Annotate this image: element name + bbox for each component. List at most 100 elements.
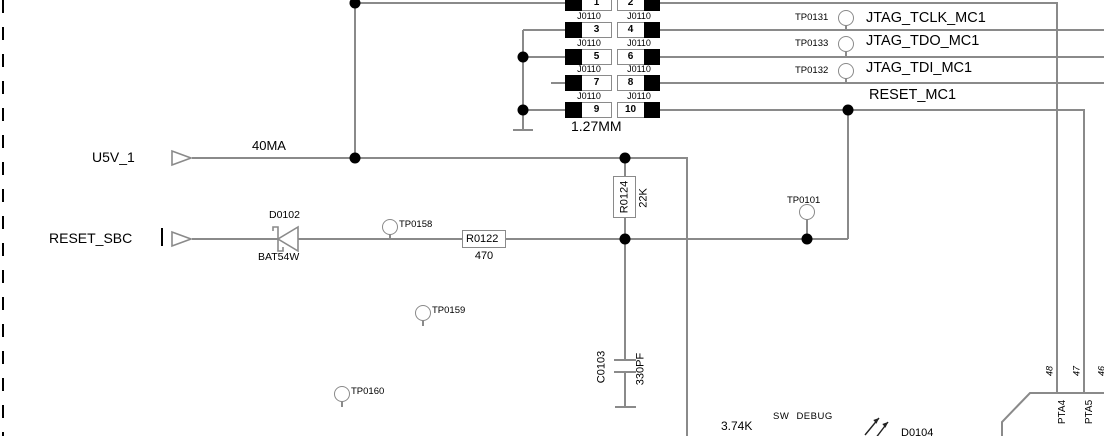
connector-pin-7[interactable]: 7	[565, 75, 612, 91]
refdes-j0110[interactable]: J0110	[577, 11, 601, 21]
net-label-jtag-tdo[interactable]: JTAG_TDO_MC1	[866, 33, 980, 49]
refdes-j0110[interactable]: J0110	[627, 64, 651, 74]
diode-refdes[interactable]: D0102	[269, 209, 300, 221]
ic-pin-number-46[interactable]: 46	[1096, 365, 1104, 377]
schottky-diode-symbol[interactable]	[265, 218, 305, 262]
port-label-reset-sbc[interactable]: RESET_SBC	[49, 230, 133, 246]
junction-dot	[349, 152, 361, 164]
c0103-refdes[interactable]: C0103	[595, 350, 608, 384]
refdes-j0110[interactable]: J0110	[627, 11, 651, 21]
connector-pin-2[interactable]: 2	[617, 0, 660, 11]
tp0131-label[interactable]: TP0131	[795, 12, 829, 23]
sw-debug-label[interactable]: SW DEBUG	[773, 411, 833, 422]
sheet-boundary-dashed-line	[2, 0, 4, 436]
tp0101-label[interactable]: TP0101	[787, 195, 821, 206]
wire-v-reset-link	[847, 110, 849, 239]
junction-dot	[349, 0, 361, 9]
port-symbol-u5v[interactable]	[171, 149, 194, 167]
wire-v-cap-bot	[624, 373, 626, 407]
connector-pin-8[interactable]: 8	[617, 75, 660, 91]
r0124-refdes[interactable]: R0124	[618, 180, 631, 214]
r0122-refdes[interactable]: R0122	[466, 233, 499, 245]
ic-pin-number-47[interactable]: 47	[1071, 365, 1082, 377]
connector-pin-9[interactable]: 9	[565, 102, 612, 118]
tp0131-stub	[845, 24, 847, 30]
connector-pin-10[interactable]: 10	[617, 102, 660, 118]
ic-pin-name-pta5[interactable]: PTA5	[1084, 399, 1095, 425]
capacitor-plate-top[interactable]	[614, 359, 636, 361]
testpoint-tp0133[interactable]	[838, 36, 854, 52]
r-debug-value[interactable]: 3.74K	[721, 419, 753, 433]
testpoint-tp0131[interactable]	[838, 10, 854, 26]
tp0101-stub	[806, 218, 808, 239]
pin-key-square	[565, 49, 582, 65]
connector-pin-1[interactable]: 1	[565, 0, 612, 11]
wire-pin1	[355, 2, 566, 4]
current-rating-label[interactable]: 40MA	[252, 138, 286, 153]
pin-key-square	[565, 102, 582, 118]
port-label-u5v[interactable]: U5V_1	[92, 149, 135, 165]
refdes-j0110[interactable]: J0110	[577, 64, 601, 74]
pin-key-square	[565, 75, 582, 91]
r0124-value[interactable]: 22K	[637, 188, 650, 208]
capacitor-plate-bottom[interactable]	[614, 371, 636, 373]
testpoint-tp0132[interactable]	[838, 63, 854, 79]
connector-pin-3[interactable]: 3	[565, 22, 612, 38]
wire-v-gnd-bus	[522, 30, 524, 130]
junction-dot	[619, 152, 631, 164]
net-label-jtag-tclk[interactable]: JTAG_TCLK_MC1	[866, 10, 986, 26]
testpoint-tp0160[interactable]	[334, 386, 350, 402]
tp0159-label[interactable]: TP0159	[432, 305, 466, 316]
port-symbol-reset-sbc[interactable]	[171, 230, 194, 248]
d0104-refdes[interactable]: D0104	[901, 427, 934, 436]
wire-jtag-tclk	[660, 29, 1104, 31]
resistor-r0124-body[interactable]	[613, 176, 636, 218]
tp0160-label[interactable]: TP0160	[351, 386, 385, 397]
wire-reset	[192, 238, 848, 240]
pin-key-square	[644, 75, 660, 91]
refdes-j0110[interactable]: J0110	[627, 38, 651, 48]
c0103-value[interactable]: 330PF	[634, 352, 647, 386]
tp0132-label[interactable]: TP0132	[795, 65, 829, 76]
tp0133-label[interactable]: TP0133	[795, 38, 829, 49]
connector-pitch-label[interactable]: 1.27MM	[571, 118, 622, 134]
tp0158-label[interactable]: TP0158	[399, 219, 433, 230]
net-label-reset-mc1[interactable]: RESET_MC1	[869, 87, 957, 103]
connector-pin-4[interactable]: 4	[617, 22, 660, 38]
pin-key-square	[565, 0, 582, 11]
wire-v-r0124-top	[624, 158, 626, 176]
r0122-value[interactable]: 470	[474, 250, 494, 262]
pin-key-square	[644, 0, 660, 11]
testpoint-tp0159[interactable]	[415, 305, 431, 321]
ic-pin-name-pta4[interactable]: PTA4	[1057, 399, 1068, 425]
wire-v-pin1-u5v	[354, 3, 356, 158]
pin-key-square	[644, 102, 660, 118]
wire-pin3	[523, 29, 566, 31]
gnd-bar	[513, 129, 533, 131]
refdes-j0110[interactable]: J0110	[577, 91, 601, 101]
tp0132-stub	[845, 77, 847, 83]
resistor-r0122-body[interactable]	[462, 230, 506, 248]
wire-reset-mc1	[660, 109, 1084, 111]
ic-pin-number-48[interactable]: 48	[1044, 365, 1055, 377]
refdes-j0110[interactable]: J0110	[577, 38, 601, 48]
diode-value[interactable]: BAT54W	[258, 251, 300, 263]
tp0158-stub	[389, 233, 391, 239]
junction-dot	[842, 104, 854, 116]
connector-pin-5[interactable]: 5	[565, 49, 612, 65]
junction-dot	[801, 233, 813, 245]
tp0160-stub	[341, 400, 343, 407]
junction-dot	[517, 51, 529, 63]
testpoint-tp0101[interactable]	[799, 204, 815, 220]
wire-u5v	[192, 157, 687, 159]
text-cursor	[161, 228, 163, 246]
net-label-jtag-tdi[interactable]: JTAG_TDI_MC1	[866, 60, 973, 76]
refdes-j0110[interactable]: J0110	[627, 91, 651, 101]
wire-pin9	[523, 109, 566, 111]
connector-pin-6[interactable]: 6	[617, 49, 660, 65]
pin-key-square	[644, 49, 660, 65]
testpoint-tp0158[interactable]	[382, 219, 398, 235]
wire-jtag-tdo	[660, 56, 1104, 58]
junction-dot	[517, 104, 529, 116]
